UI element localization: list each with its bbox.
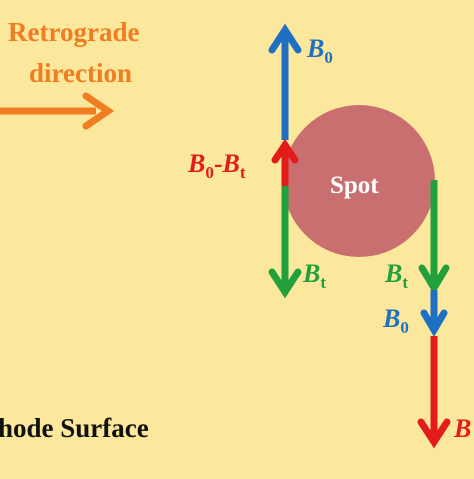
bottom-right-b-label: B <box>453 414 471 443</box>
up-arrow-icon <box>268 23 302 54</box>
down-arrow-icon <box>420 309 448 337</box>
up-arrow-icon <box>271 138 299 164</box>
bt-left-label: Bt <box>302 259 326 292</box>
down-arrow-icon <box>417 418 451 449</box>
spot-circle <box>283 105 435 257</box>
left-b0-arrow <box>268 23 302 140</box>
left-bt-arrow <box>268 186 302 299</box>
retrograde-arrow-icon <box>0 92 115 130</box>
b0-minus-bt-label: B0-Bt <box>187 149 246 182</box>
right-bt-arrow <box>418 180 450 295</box>
surface-label: hode Surface <box>0 413 149 443</box>
retrograde-label-line1: Retrograde <box>8 17 139 47</box>
spot-label: Spot <box>330 172 379 199</box>
b0-right-label: B0 <box>382 304 409 337</box>
bt-right-label: Bt <box>384 259 408 292</box>
down-arrow-icon <box>418 264 450 295</box>
right-b-arrow <box>417 336 451 449</box>
b0-top-label: B0 <box>306 34 333 67</box>
retrograde-label-line2: direction <box>29 58 132 88</box>
down-arrow-icon <box>268 268 302 299</box>
left-diff-arrow <box>271 138 299 186</box>
right-b0-arrow <box>420 290 448 337</box>
